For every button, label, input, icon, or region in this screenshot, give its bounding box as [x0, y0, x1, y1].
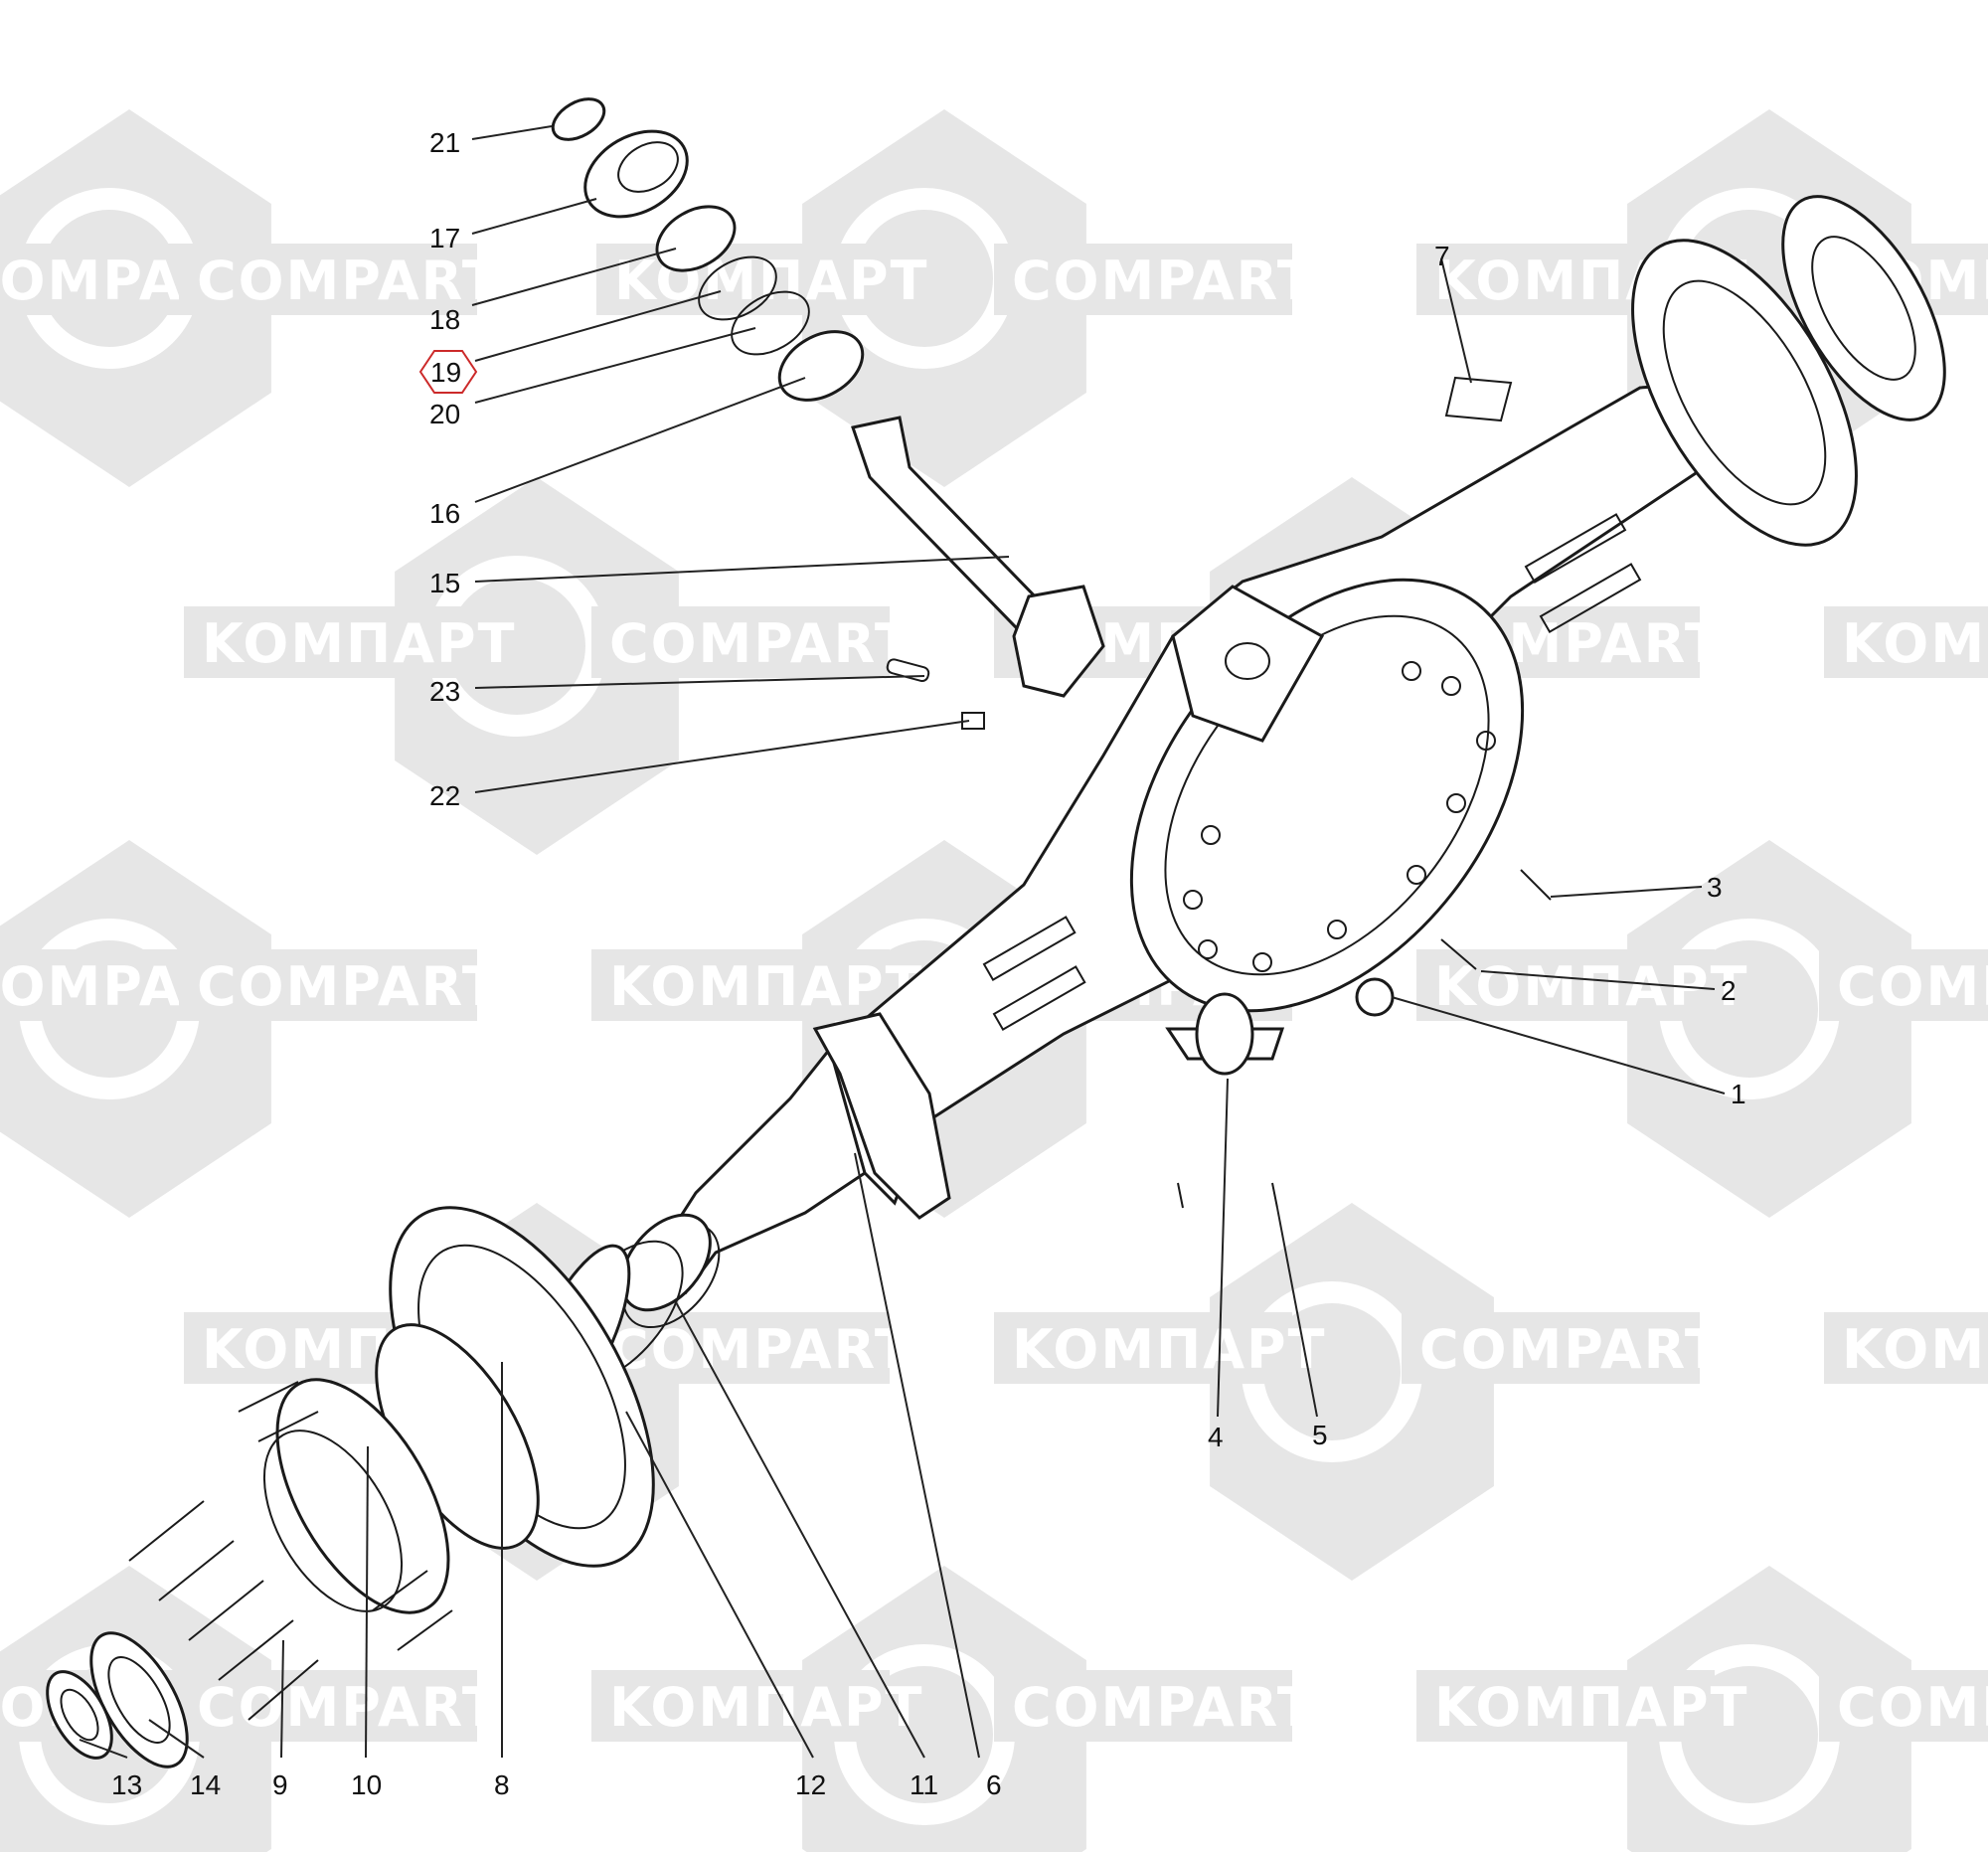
callout-8: 8 — [494, 1769, 510, 1800]
half-shaft-assembly — [551, 97, 1105, 698]
callout-labels: 21 17 18 19 20 16 15 23 22 7 3 2 1 4 5 1… — [111, 127, 1746, 1800]
callout-11: 11 — [910, 1769, 938, 1800]
callout-12: 12 — [795, 1769, 826, 1800]
callout-9: 9 — [272, 1769, 288, 1800]
watermark-text: COMPART — [197, 250, 501, 312]
watermark-text: KOMПАРТ — [1434, 955, 1748, 1018]
watermark-banner — [1824, 1312, 1988, 1384]
watermark-text: COMPART — [1012, 1676, 1316, 1739]
watermark-banner — [184, 606, 482, 678]
watermark-banner — [994, 1312, 1292, 1384]
callout-2: 2 — [1721, 975, 1737, 1006]
watermark-banner — [179, 244, 477, 315]
callout-5: 5 — [1312, 1420, 1328, 1450]
callout-20: 20 — [429, 399, 460, 429]
callout-13: 13 — [111, 1769, 142, 1800]
watermark-text: KOMПАРТ — [1434, 1676, 1748, 1739]
watermark-text: COMPART — [1837, 1676, 1988, 1739]
watermark-banner — [994, 1670, 1292, 1742]
watermark-banner — [591, 949, 890, 1021]
watermark-banner — [1402, 1312, 1700, 1384]
watermark-text: KOMПАРТ — [1012, 1318, 1326, 1381]
watermark-banner — [591, 1670, 890, 1742]
watermark-banner — [1819, 1670, 1988, 1742]
highlight-hexagon — [418, 350, 478, 394]
watermark-text: KOMПАРТ — [609, 1676, 923, 1739]
callout-22: 22 — [429, 780, 460, 811]
callout-18: 18 — [429, 304, 460, 335]
callout-1: 1 — [1731, 1079, 1746, 1109]
callout-6: 6 — [986, 1769, 1002, 1800]
watermark-text: COMPART — [1012, 250, 1316, 312]
callout-10: 10 — [351, 1769, 382, 1800]
watermark-text: COMPART — [1419, 1318, 1724, 1381]
left-hub-assembly — [46, 1206, 712, 1768]
callout-19: 19 — [430, 357, 461, 388]
watermark-banner — [1416, 1670, 1715, 1742]
watermark-text: KOMПАРТ — [202, 612, 516, 675]
callout-23: 23 — [429, 676, 460, 707]
callout-16: 16 — [429, 498, 460, 529]
watermark-banner — [994, 244, 1292, 315]
watermark-text: COMPART — [609, 612, 913, 675]
callout-14: 14 — [190, 1769, 221, 1800]
watermark-banner — [179, 949, 477, 1021]
watermark-banner — [591, 1312, 890, 1384]
callout-17: 17 — [429, 223, 460, 253]
small-parts — [886, 376, 1552, 1209]
watermark-banner — [1824, 606, 1988, 678]
watermark-text: COMPART — [197, 955, 501, 1018]
watermark-text: COMPART — [1837, 955, 1988, 1018]
watermark-text: KOMПАРТ — [609, 955, 923, 1018]
leader-lines — [79, 125, 1726, 1759]
watermark-text: COMPART — [609, 1318, 913, 1381]
callout-3: 3 — [1707, 872, 1723, 903]
right-hub-assembly — [1631, 195, 1946, 547]
axle-housing — [621, 381, 1737, 1329]
watermark-banner — [596, 244, 895, 315]
callout-7: 7 — [1434, 241, 1450, 271]
watermark-banner — [1819, 949, 1988, 1021]
watermark-banner — [591, 606, 890, 678]
callout-4: 4 — [1208, 1422, 1224, 1452]
watermark-text: KOMПАРТ — [1842, 1318, 1988, 1381]
watermark-text: KOMПАРТ — [1842, 612, 1988, 675]
callout-21: 21 — [429, 127, 460, 158]
watermark-text: COMPART — [197, 1676, 501, 1739]
watermark-banner — [179, 1670, 477, 1742]
callout-15: 15 — [429, 568, 460, 598]
